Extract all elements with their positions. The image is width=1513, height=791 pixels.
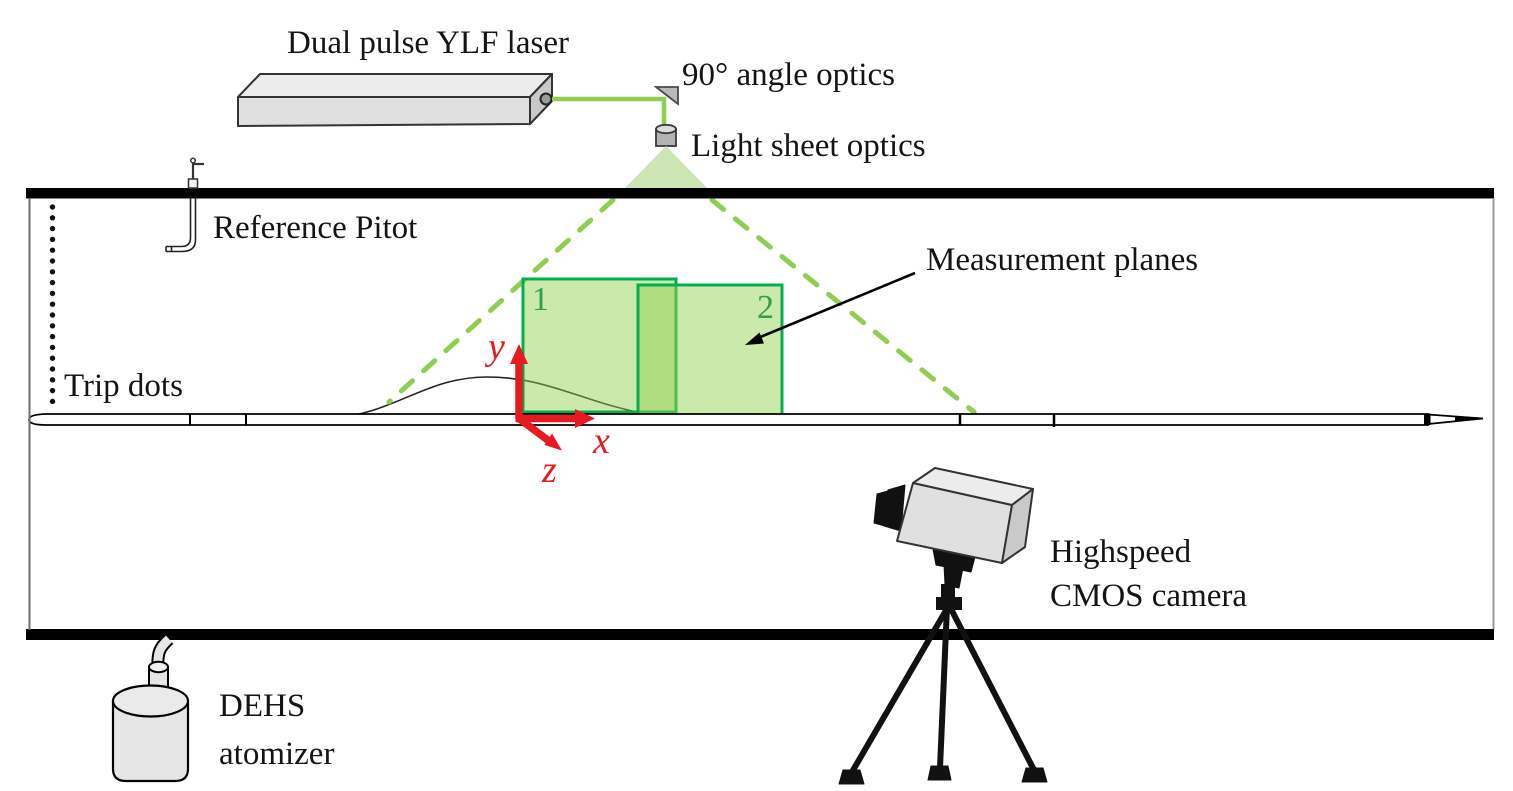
x-axis-arrowhead [575,409,595,428]
trip-dot [49,236,56,243]
trip-dot [49,387,56,394]
y-axis-label: y [488,326,505,368]
plate-trailing-tip [1455,416,1483,422]
trip-dot [49,247,56,253]
atomizer-label-line2: atomizer [219,735,335,772]
camera-lens-cap [873,490,889,527]
plate-body [28,413,1429,426]
y-axis-arrowhead [510,344,528,364]
trip-dot [49,279,56,286]
trip-dot [49,323,56,329]
atomizer-label: DEHS atomizer [219,683,334,779]
tunnel-wall-bottom [26,629,1494,640]
light-sheet-edge-right [709,197,977,415]
laser-beam [552,96,667,130]
atomizer-lid [111,684,190,718]
trip-dot [49,377,56,383]
coordinate-axes [510,344,595,451]
laser-label: Dual pulse YLF laser [287,25,569,61]
camera-side-face [1001,488,1034,564]
tunnel-wall-top [26,188,1494,199]
trip-dot [49,355,56,361]
tripod-head [936,597,962,610]
laser-top-face [237,73,553,98]
measurement-planes-arrow [745,271,916,345]
light-sheet-cone [622,146,710,191]
z-axis-arrowhead [544,433,562,451]
trip-dot [49,204,56,210]
camera-mount-lower [943,563,964,589]
light-sheet-optic [655,123,677,147]
laser-front-face [237,96,531,127]
plane-2-number: 2 [757,289,774,326]
trip-dot [49,366,56,372]
atomizer-body [111,699,190,783]
tripod-foot-middle [927,765,952,781]
measurement-planes-label: Measurement planes [926,242,1199,278]
angle-optics-label: 90° angle optics [682,57,895,93]
camera-label-line1: Highspeed [1050,534,1192,570]
trip-dot [49,398,56,405]
trip-dot [49,301,56,307]
x-axis-label: x [593,420,610,462]
tripod-foot-left [838,769,865,785]
tripod-leg-middle [937,606,950,769]
tripod-leg-left [849,605,951,774]
angle-optics-mirror [653,86,679,106]
trip-dots-label: Trip dots [64,368,183,404]
reference-pitot-probe [165,157,204,253]
tripod-foot-right [1021,767,1048,783]
plate-joint-aft [1424,413,1431,425]
tripod-leg-right [947,605,1037,772]
trip-dot [49,258,56,264]
light-sheet-optics-label: Light sheet optics [691,128,926,164]
plane-1-number: 1 [532,281,549,318]
atomizer-neck-top [148,660,169,674]
trip-dot [49,344,56,351]
trip-dot [49,290,56,297]
flat-plate-model [28,413,1484,427]
optic-top [655,123,677,135]
highspeed-camera [838,467,1048,785]
z-axis-label: z [542,449,557,491]
laser-aperture [539,92,553,106]
atomizer-label-line1: DEHS [219,688,306,724]
trip-dots [49,204,56,405]
camera-label-line2: CMOS camera [1050,577,1248,614]
trip-dot [49,269,56,275]
trip-dot [49,312,56,318]
reference-pitot-label: Reference Pitot [213,210,418,246]
light-sheet-edge-left [386,197,616,405]
trip-dot [49,333,56,340]
dual-pulse-laser [237,73,553,127]
camera-label: Highspeed CMOS camera [1050,531,1247,618]
trip-dot [49,225,56,232]
measurement-plane-1 [521,277,678,414]
trip-dot [49,215,56,221]
dehs-atomizer [111,634,190,783]
